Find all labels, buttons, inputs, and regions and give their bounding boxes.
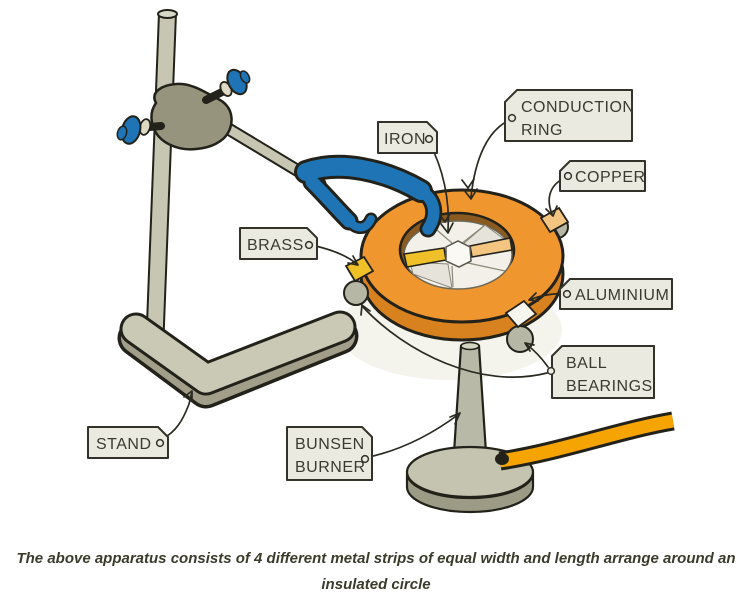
tag-hole	[546, 366, 556, 376]
ball-bearing-left	[343, 280, 369, 306]
diagram-canvas: IRON CONDUCTION RING COPPER BRASS ALUMIN…	[87, 9, 675, 514]
tag-hole	[155, 438, 165, 448]
gas-hose	[495, 411, 675, 471]
label-brass: BRASS	[239, 227, 318, 260]
label-conduction-ring-text-2: RING	[521, 122, 563, 139]
tag-hole	[360, 454, 370, 464]
ring-clamp	[294, 154, 443, 238]
burner-barrel-top	[460, 341, 480, 351]
arrow-ball-bearings-long	[360, 304, 548, 378]
label-aluminium-text: ALUMINIUM	[575, 287, 669, 304]
label-bunsen-burner-text-2: BURNER	[295, 459, 366, 476]
arrow-ball-bearings-short	[524, 342, 549, 368]
arrow-brass	[310, 244, 359, 266]
label-copper-text: COPPER	[575, 169, 646, 186]
caption-line-1: The above apparatus consists of 4 differ…	[16, 550, 736, 567]
arrow-bunsen-burner	[368, 412, 461, 458]
label-iron-text: IRON	[384, 131, 426, 148]
label-iron: IRON	[377, 121, 438, 154]
thumbscrew-left	[116, 115, 165, 145]
label-ball-bearings: BALL BEARINGS	[546, 345, 655, 399]
tag-hole	[563, 171, 573, 181]
label-copper: COPPER	[559, 160, 646, 192]
label-ball-bearings-text-2: BEARINGS	[566, 378, 653, 395]
disc-divider	[463, 224, 486, 244]
caption-line-2: insulated circle	[321, 576, 431, 593]
label-stand-text: STAND	[96, 436, 152, 453]
hose-connector	[495, 453, 509, 465]
tag-hole	[507, 113, 517, 123]
figure-caption: The above apparatus consists of 4 differ…	[0, 546, 752, 598]
conduction-ring-assembly	[343, 188, 570, 353]
stand-base	[117, 310, 359, 409]
label-stand: STAND	[87, 426, 169, 459]
label-bunsen-burner: BUNSEN BURNER	[286, 426, 373, 481]
thumbscrew-top	[202, 68, 251, 104]
copper-tab	[539, 206, 570, 234]
tag-hole	[304, 240, 314, 250]
disc-divider	[451, 265, 454, 288]
label-brass-text: BRASS	[247, 237, 304, 254]
label-aluminium: ALUMINIUM	[559, 278, 673, 310]
disc-divider	[467, 262, 506, 272]
brass-tab	[344, 255, 375, 283]
aluminium-tab	[504, 299, 538, 329]
label-conduction-ring: CONDUCTION RING	[504, 89, 634, 142]
stand-rod-cap	[157, 9, 178, 19]
bunsen-burner	[405, 341, 675, 514]
tag-hole	[424, 134, 434, 144]
label-tags: IRON CONDUCTION RING COPPER BRASS ALUMIN…	[87, 89, 673, 481]
copper-strip	[469, 237, 513, 258]
arrow-conduction-ring	[461, 119, 511, 200]
retort-stand	[116, 9, 359, 409]
tag-hole	[562, 289, 572, 299]
stand-rod	[144, 12, 178, 351]
label-ball-bearings-text-1: BALL	[566, 355, 607, 372]
disc-hub	[445, 240, 472, 268]
annotation-arrows	[161, 119, 568, 458]
label-conduction-ring-text-1: CONDUCTION	[521, 99, 634, 116]
label-bunsen-burner-text-1: BUNSEN	[295, 436, 365, 453]
